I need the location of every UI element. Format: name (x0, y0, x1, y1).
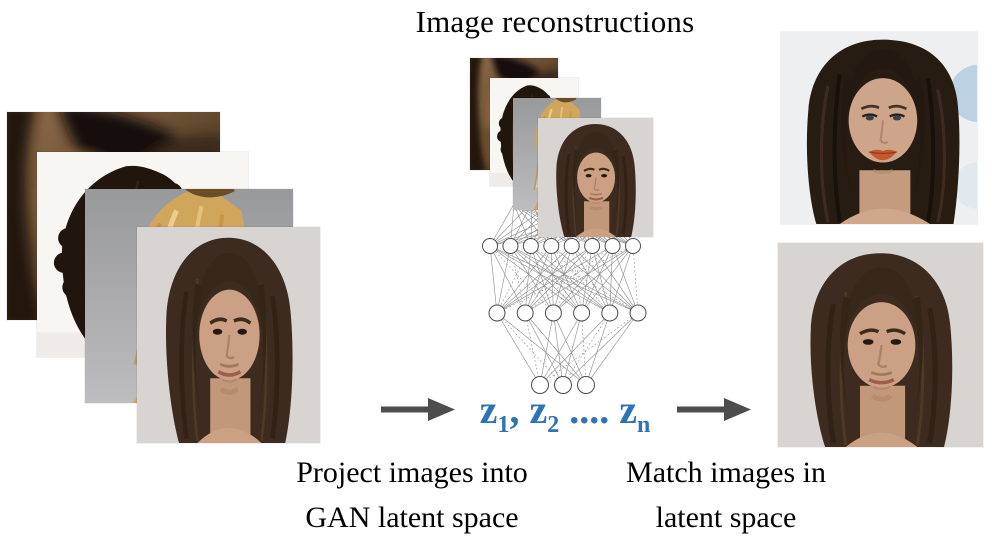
caption-project-line2: GAN latent space (305, 501, 519, 534)
caption-match: Match images in latent space (576, 450, 876, 540)
latent-z2: z (529, 387, 548, 432)
arrow-right-icon (677, 398, 751, 421)
input-photo-4 (137, 227, 320, 443)
latent-dots: .... (559, 387, 620, 432)
caption-match-line1: Match images in (626, 456, 826, 489)
latent-zn: z (619, 387, 637, 432)
arrow-right-icon (381, 398, 455, 421)
neural-network-diagram (482, 201, 647, 394)
caption-project-line1: Project images into (296, 456, 528, 489)
latent-vector-label: z1, z2 .... zn (452, 386, 678, 437)
caption-project: Project images into GAN latent space (262, 450, 562, 540)
caption-match-line2: latent space (655, 501, 797, 534)
latent-z2-sub: 2 (547, 412, 560, 438)
match-photo-bottom (778, 243, 983, 447)
figure-title: Image reconstructions (415, 4, 695, 39)
latent-sep: , (509, 387, 530, 432)
reconstruction-photo-4 (538, 118, 653, 237)
match-photo-top (781, 32, 977, 224)
latent-zn-sub: n (636, 412, 651, 438)
latent-z1: z (479, 387, 498, 432)
latent-z1-sub: 1 (497, 412, 510, 438)
